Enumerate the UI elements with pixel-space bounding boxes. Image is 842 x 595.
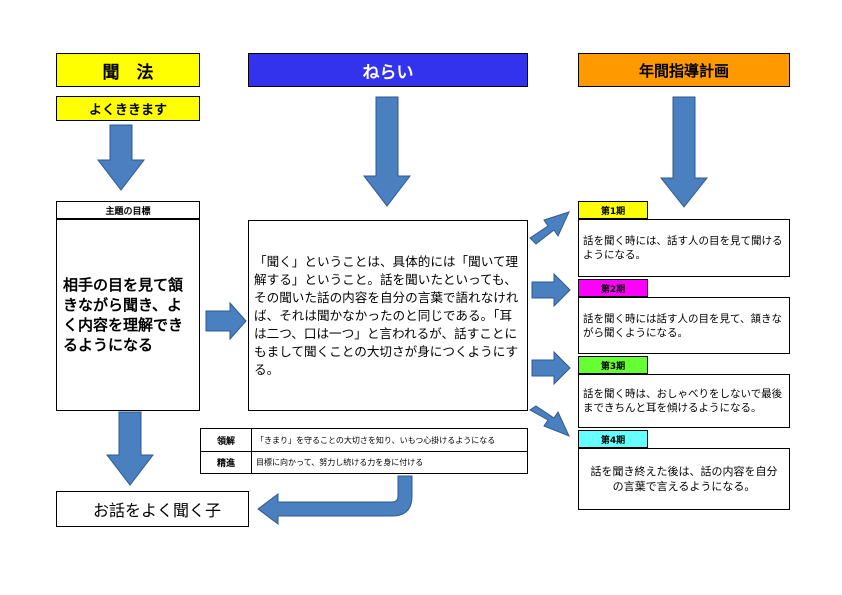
curved-arrow-rows-to-result	[257, 475, 413, 525]
header-nerai: ねらい	[248, 53, 528, 87]
period-2-text: 話を聞く時には話す人の目を見て、頷きながら聞くようになる。	[583, 312, 782, 339]
row-text: 目標に向かって、努力し続ける力を身に付ける	[256, 458, 424, 467]
goal-text-box: 相手の目を見て頷きながら聞き、よく内容を理解できるようになる	[56, 219, 200, 411]
down-arrow-left-top	[96, 124, 146, 191]
row-text: 「きまり」を守ることの大切さを知り、いもつ心掛けるようになる	[256, 435, 496, 445]
arrow-to-period4	[529, 405, 570, 437]
subtitle-yokukikimasu: よくききます	[56, 96, 200, 121]
arrow-to-period1	[529, 211, 570, 245]
down-arrow-goal-to-result	[105, 411, 155, 486]
goal-text: 相手の目を見て頷きながら聞き、よく内容を理解できるようになる	[63, 276, 184, 354]
period-2-box: 話を聞く時には話す人の目を見て、頷きながら聞くようになる。	[578, 297, 790, 354]
rows-table: 領解 「きまり」を守ることの大切さを知り、いもつ心掛けるようになる 精進 目標に…	[200, 428, 528, 474]
period-1-box: 話を聞く時には、話す人の目を見て聞けるようになる。	[578, 219, 790, 277]
goal-label: 主題の目標	[56, 201, 200, 219]
main-text: 「聞く」ということは、具体的には「聞いて理解する」ということ。話を聞いたといって…	[254, 253, 519, 377]
period-4-text: 話を聞き終えた後は、話の内容を自分の言葉で言えるようになる。	[590, 465, 778, 493]
header-nenkan: 年間指導計画	[578, 53, 790, 87]
arrow-to-period3	[531, 350, 571, 386]
row-shojin: 精進 目標に向かって、努力し続ける力を身に付ける	[201, 452, 527, 473]
right-arrow-goal-to-main	[205, 301, 247, 341]
result-box: お話をよく聞く子	[56, 491, 249, 527]
result-text: お話をよく聞く子	[93, 501, 222, 520]
row-label: 領解	[201, 429, 252, 451]
down-arrow-right	[659, 96, 709, 208]
row-ryoge: 領解 「きまり」を守ることの大切さを知り、いもつ心掛けるようになる	[201, 429, 527, 452]
row-label: 精進	[201, 452, 252, 473]
period-1-text: 話を聞く時には、話す人の目を見て聞けるようになる。	[583, 235, 783, 261]
main-text-box: 「聞く」ということは、具体的には「聞いて理解する」ということ。話を聞いたといって…	[248, 220, 528, 411]
down-arrow-center	[362, 96, 412, 207]
period-4-box: 話を聞き終えた後は、話の内容を自分の言葉で言えるようになる。	[578, 448, 790, 510]
period-3-text: 話を聞く時は、おしゃべりをしないで最後まできちんと耳を傾けるようになる。	[583, 388, 783, 414]
period-3-box: 話を聞く時は、おしゃべりをしないで最後まできちんと耳を傾けるようになる。	[578, 374, 790, 428]
period-4-label: 第4期	[578, 430, 648, 448]
period-2-label: 第2期	[578, 279, 648, 297]
arrow-to-period2	[531, 272, 571, 308]
header-hoho: 聞 法	[56, 53, 200, 87]
period-3-label: 第3期	[578, 356, 648, 374]
period-1-label: 第1期	[578, 201, 648, 219]
